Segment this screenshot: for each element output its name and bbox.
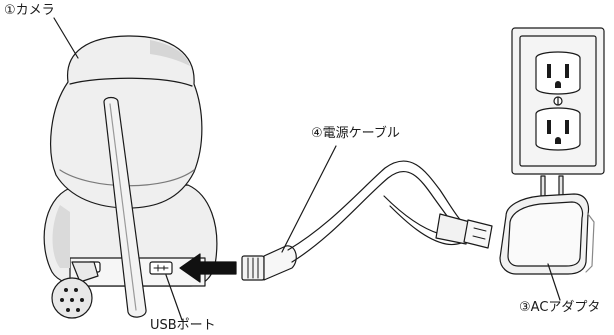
speaker-hole [76, 308, 80, 312]
camera-leader-line [53, 17, 79, 59]
adapter-prong [558, 175, 564, 197]
camera-antenna-edge [109, 103, 137, 311]
ground-slot [555, 81, 561, 88]
usb-port-leader-line [165, 274, 183, 321]
receptacle-top [535, 51, 581, 95]
power-cable-label: ④電源ケーブル [311, 126, 400, 141]
slot [565, 64, 569, 78]
speaker-hole [80, 298, 84, 302]
ac-adapter [499, 175, 595, 275]
speaker-hole [74, 288, 78, 292]
camera-bracket [71, 261, 99, 283]
power-cable [241, 160, 493, 281]
camera-head [50, 35, 203, 209]
adapter-prong [540, 175, 546, 197]
ac-adapter-label: ③ACアダプタ [519, 300, 601, 315]
camera [43, 35, 218, 319]
ac-adapter-leader-line [547, 263, 561, 301]
camera-shade-2 [52, 205, 70, 268]
camera-head-seam [69, 77, 193, 87]
adapter-side [585, 213, 595, 273]
speaker-hole [66, 308, 70, 312]
slot [547, 64, 551, 78]
camera-antenna [103, 96, 147, 318]
ground-slot [555, 137, 561, 144]
speaker-hole [70, 298, 74, 302]
adapter-face [507, 201, 584, 267]
arrow-right-icon [179, 253, 237, 283]
cable-boot-camera [263, 245, 297, 281]
camera-label: ①カメラ [4, 3, 55, 18]
cable-line-2 [291, 171, 457, 263]
camera-shade [150, 40, 190, 66]
receptacle-bottom [535, 107, 581, 151]
slot [547, 120, 551, 134]
wall-outlet [511, 27, 605, 175]
outlet-plate-inner [519, 35, 597, 167]
usb-icon [153, 264, 169, 272]
cable-plug-adapter [463, 219, 493, 249]
slot [565, 120, 569, 134]
cable-boot-adapter [435, 213, 471, 245]
speaker-hole [64, 288, 68, 292]
plug-grip [247, 257, 259, 279]
plug-contacts [472, 227, 487, 240]
usb-port-label: USBポート [150, 318, 216, 333]
power-cable-leader-line [281, 145, 337, 253]
speaker-hole [60, 298, 64, 302]
cable-line [287, 160, 463, 251]
